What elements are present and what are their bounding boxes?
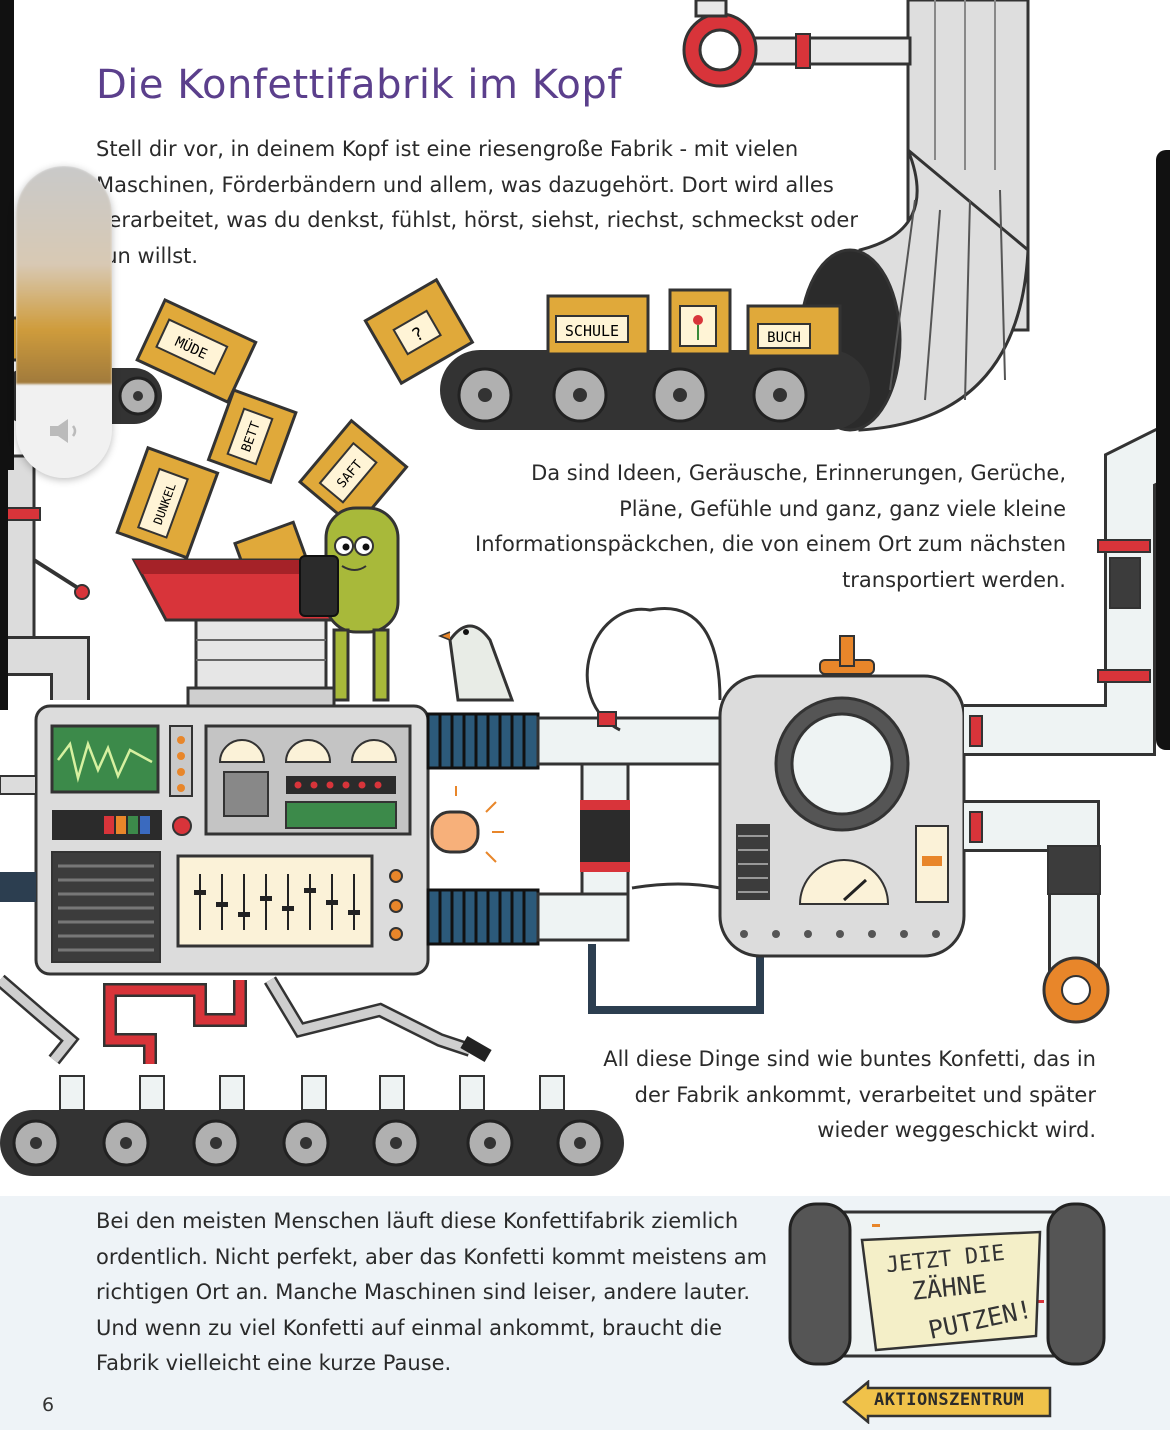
media-thumbnail[interactable] bbox=[16, 166, 112, 384]
box-flower bbox=[668, 288, 732, 356]
left-edge-shadow bbox=[0, 0, 14, 470]
right-edge-shadow bbox=[1156, 150, 1170, 750]
right-pipes bbox=[964, 426, 1170, 1024]
ideas-paragraph: Da sind Ideen, Geräusche, Erinnerungen, … bbox=[475, 461, 1066, 592]
speaker-icon[interactable] bbox=[46, 416, 82, 446]
box-saft: SAFT bbox=[297, 418, 409, 531]
spring-coil bbox=[585, 607, 722, 732]
top-valve bbox=[682, 0, 912, 88]
box-question: ? bbox=[363, 277, 475, 386]
hopper bbox=[131, 558, 377, 708]
big-pipe bbox=[798, 0, 1030, 432]
box-label-buch: BUCH bbox=[767, 330, 801, 346]
tank-machine bbox=[718, 635, 966, 958]
box-bett: BETT bbox=[206, 388, 298, 485]
aktionszentrum-button[interactable]: AKTIONSZENTRUM bbox=[842, 1380, 1054, 1424]
robot-arms bbox=[0, 974, 492, 1065]
box-muede: MÜDE bbox=[135, 298, 258, 405]
aktionszentrum-label: AKTIONSZENTRUM bbox=[874, 1390, 1025, 1410]
intro-paragraph: Stell dir vor, in deinem Kopf ist eine r… bbox=[96, 137, 858, 268]
light-bulb bbox=[430, 786, 504, 863]
box-schule: SCHULE bbox=[546, 294, 650, 356]
box-label-schule: SCHULE bbox=[565, 322, 619, 340]
media-preview-pill[interactable] bbox=[16, 166, 112, 478]
confetti-paragraph: All diese Dinge sind wie buntes Konfetti… bbox=[603, 1047, 1096, 1142]
left-edge-shadow-lower bbox=[0, 470, 8, 710]
speckled-pipes bbox=[536, 716, 722, 942]
control-machine bbox=[34, 704, 430, 976]
bird bbox=[437, 624, 515, 702]
page-number: 6 bbox=[42, 1394, 55, 1416]
green-figure bbox=[299, 506, 400, 702]
arrow-left-icon bbox=[842, 1380, 1052, 1424]
summary-paragraph: Bei den meisten Menschen läuft diese Kon… bbox=[96, 1209, 768, 1375]
bottom-conveyor bbox=[0, 1075, 624, 1176]
top-conveyor bbox=[440, 350, 870, 430]
page-title: Die Konfettifabrik im Kopf bbox=[96, 62, 622, 108]
box-dunkel: DUNKEL bbox=[115, 445, 220, 560]
box-buch: BUCH bbox=[746, 304, 842, 358]
